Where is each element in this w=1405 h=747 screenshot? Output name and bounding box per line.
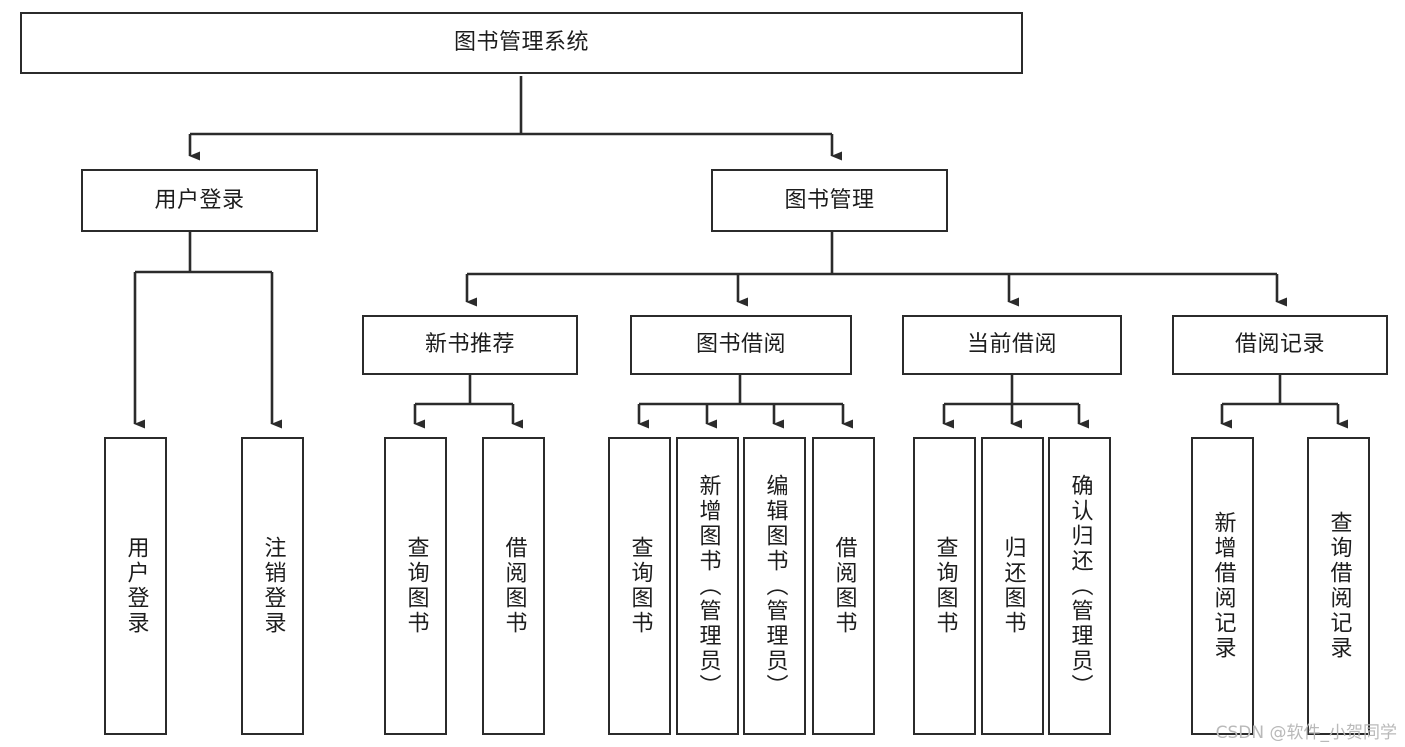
leaf-current-borrow-return[interactable]: 归还图书: [981, 437, 1044, 735]
node-book-borrow[interactable]: 图书借阅: [630, 315, 852, 375]
node-root-label: 图书管理系统: [453, 30, 589, 56]
leaf-borrow-record-add-label: 新增借阅记录: [1210, 511, 1236, 661]
leaf-book-borrow-query[interactable]: 查询图书: [608, 437, 671, 735]
leaf-book-borrow-borrow[interactable]: 借阅图书: [812, 437, 875, 735]
leaf-new-book-borrow[interactable]: 借阅图书: [482, 437, 545, 735]
node-current-borrow[interactable]: 当前借阅: [902, 315, 1122, 375]
leaf-current-borrow-query-label: 查询图书: [932, 536, 958, 636]
node-borrow-record[interactable]: 借阅记录: [1172, 315, 1388, 375]
node-user-login[interactable]: 用户登录: [81, 169, 318, 232]
leaf-book-borrow-borrow-label: 借阅图书: [831, 536, 857, 636]
leaf-current-borrow-query[interactable]: 查询图书: [913, 437, 976, 735]
node-new-book-recommend-label: 新书推荐: [424, 332, 515, 358]
csdn-watermark: CSDN @软件_小贺同学: [1215, 723, 1397, 743]
node-book-management-label: 图书管理: [784, 187, 875, 213]
leaf-new-book-query-label: 查询图书: [403, 536, 429, 636]
leaf-book-borrow-edit-label: 编辑图书（管理员）: [762, 473, 788, 699]
leaf-book-borrow-add[interactable]: 新增图书（管理员）: [676, 437, 739, 735]
leaf-book-borrow-edit[interactable]: 编辑图书（管理员）: [743, 437, 806, 735]
leaf-book-borrow-add-label: 新增图书（管理员）: [695, 473, 721, 699]
node-current-borrow-label: 当前借阅: [966, 332, 1057, 358]
leaf-new-book-query[interactable]: 查询图书: [384, 437, 447, 735]
node-root[interactable]: 图书管理系统: [20, 12, 1023, 74]
leaf-user-login-signout[interactable]: 注销登录: [241, 437, 304, 735]
node-book-borrow-label: 图书借阅: [695, 332, 786, 358]
node-borrow-record-label: 借阅记录: [1234, 332, 1325, 358]
leaf-borrow-record-query-label: 查询借阅记录: [1326, 511, 1352, 661]
leaf-new-book-borrow-label: 借阅图书: [501, 536, 527, 636]
leaf-user-login-signin[interactable]: 用户登录: [104, 437, 167, 735]
leaf-current-borrow-return-label: 归还图书: [1000, 536, 1026, 636]
leaf-current-borrow-confirm[interactable]: 确认归还（管理员）: [1048, 437, 1111, 735]
leaf-borrow-record-add[interactable]: 新增借阅记录: [1191, 437, 1254, 735]
node-user-login-label: 用户登录: [154, 187, 245, 213]
leaf-current-borrow-confirm-label: 确认归还（管理员）: [1067, 473, 1093, 699]
leaf-borrow-record-query[interactable]: 查询借阅记录: [1307, 437, 1370, 735]
leaf-user-login-signin-label: 用户登录: [123, 536, 149, 636]
node-new-book-recommend[interactable]: 新书推荐: [362, 315, 578, 375]
leaf-user-login-signout-label: 注销登录: [260, 536, 286, 636]
leaf-book-borrow-query-label: 查询图书: [627, 536, 653, 636]
node-book-management[interactable]: 图书管理: [711, 169, 948, 232]
